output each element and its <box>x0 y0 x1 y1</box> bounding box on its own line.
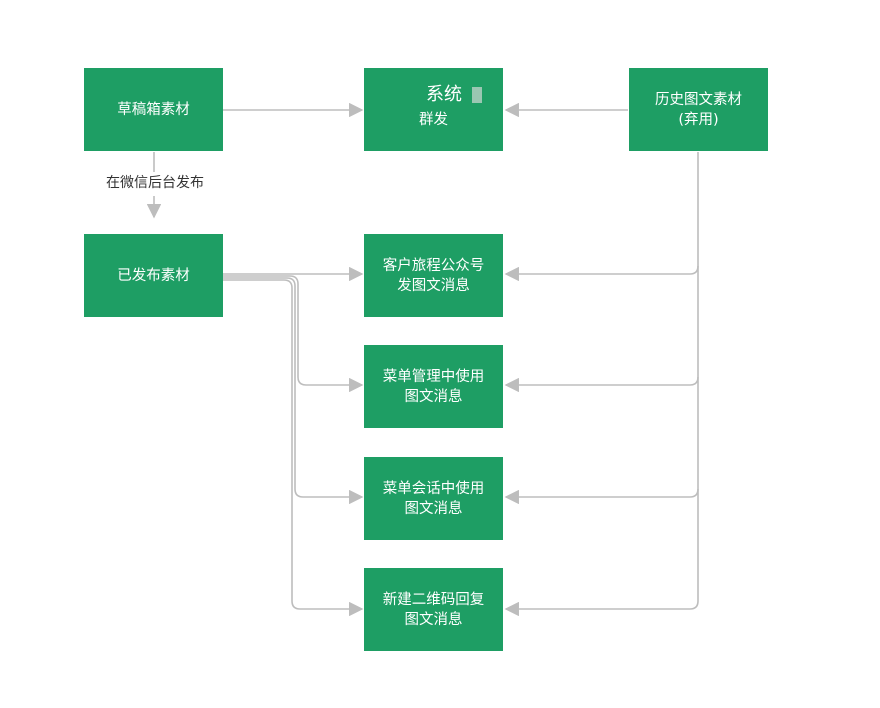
node-published-materials-label: 已发布素材 <box>117 267 190 284</box>
connector-history-trunk <box>504 152 699 617</box>
node-customer-journey: 客户旅程公众号 发图文消息 <box>364 234 503 317</box>
connector-history-to-menu-session <box>504 488 699 505</box>
node-broadcast: 在 群发 <box>364 68 503 151</box>
node-qrcode-reply: 新建二维码回复 图文消息 <box>364 568 503 651</box>
node-history-materials-label-line1: 历史图文素材 <box>655 91 742 108</box>
connector-published-trunk-b <box>223 277 364 505</box>
redaction-blur <box>472 87 482 103</box>
node-menu-manage-label-line1: 菜单管理中使用 <box>382 368 485 385</box>
overlay-system-text: 系统 <box>426 84 462 105</box>
node-qrcode-reply-label-line1: 新建二维码回复 <box>382 591 485 608</box>
connector-published-trunk-c <box>223 279 364 617</box>
node-history-materials: 历史图文素材 (弃用) <box>629 68 768 151</box>
node-qrcode-reply-label-line2: 图文消息 <box>404 611 463 628</box>
node-published-materials: 已发布素材 <box>84 234 223 317</box>
node-menu-session-label-line1: 菜单会话中使用 <box>382 480 485 497</box>
connector-history-to-menu-manage <box>504 376 699 393</box>
node-broadcast-label-line2: 群发 <box>419 111 448 128</box>
node-menu-manage-label-line2: 图文消息 <box>404 388 463 405</box>
connector-published-trunk-a <box>223 275 364 393</box>
edge-label-publish-in-wechat: 在微信后台发布 <box>80 173 230 193</box>
node-menu-session: 菜单会话中使用 图文消息 <box>364 457 503 540</box>
node-history-materials-label-line2: (弃用) <box>678 111 719 128</box>
node-menu-manage: 菜单管理中使用 图文消息 <box>364 345 503 428</box>
node-draft-materials: 草稿箱素材 <box>84 68 223 151</box>
overlay-system-label: 系统 <box>412 84 482 106</box>
node-customer-journey-label-line1: 客户旅程公众号 <box>382 257 485 274</box>
connector-history-to-customer-journey <box>504 265 699 282</box>
node-draft-materials-label: 草稿箱素材 <box>117 101 190 118</box>
node-customer-journey-label-line2: 发图文消息 <box>397 277 470 294</box>
node-menu-session-label-line2: 图文消息 <box>404 500 463 517</box>
